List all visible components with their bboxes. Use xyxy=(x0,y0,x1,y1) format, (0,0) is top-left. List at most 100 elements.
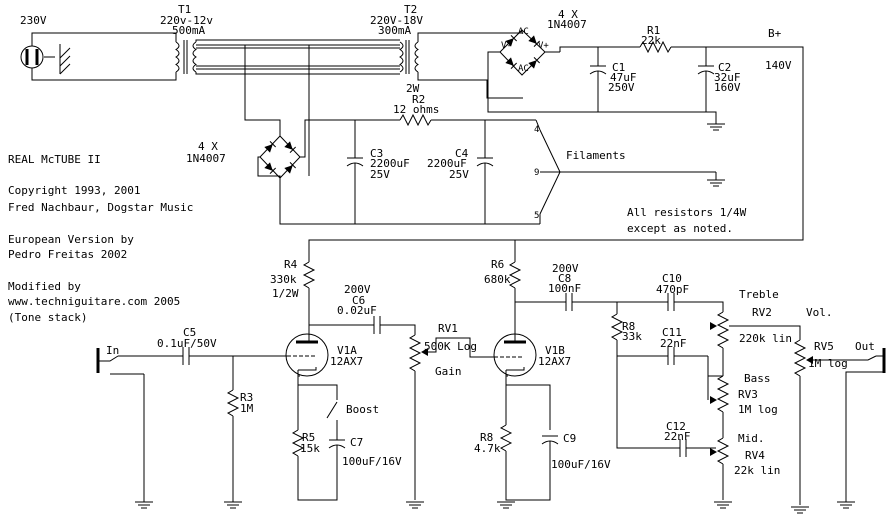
c12-value: 22nF xyxy=(664,430,691,443)
rv5-name: RV5 xyxy=(814,340,834,353)
c6-name: C6 xyxy=(352,294,365,307)
title-mod3: (Tone stack) xyxy=(8,311,87,324)
c11-value: 22nF xyxy=(660,337,687,350)
diode-mark-ac-top: AC xyxy=(518,27,529,37)
filament-pin-5: 5 xyxy=(534,211,539,221)
r2-value: 12 ohms xyxy=(393,103,439,116)
c5-value: 0.1uF/50V xyxy=(157,337,217,350)
r5-name: R5 xyxy=(302,431,315,444)
rv5-value: 1M log xyxy=(808,357,848,370)
diode-mark-ac-bottom: AC xyxy=(518,64,529,74)
c1-value: 47uF xyxy=(610,71,637,84)
c8-name: C8 xyxy=(558,272,571,285)
r5-value: 15k xyxy=(300,442,320,455)
r3-name: R3 xyxy=(240,391,253,404)
labels: 230V T1 220v-12v 500mA T2 220V-18V 300mA… xyxy=(8,3,875,477)
bridge-hv-count: 4 X xyxy=(558,8,578,21)
c4-voltage: 25V xyxy=(449,168,469,181)
gain-stage xyxy=(309,316,494,509)
title-mod2: www.techniguitare.com 2005 xyxy=(8,295,180,308)
input-stage xyxy=(96,347,282,509)
mains-plug xyxy=(20,44,71,75)
v1b-tube xyxy=(493,333,537,385)
title-name: REAL McTUBE II xyxy=(8,153,101,166)
c1-name: C1 xyxy=(612,61,625,74)
v1b-cathode xyxy=(496,384,559,509)
t1-name: T1 xyxy=(178,3,191,16)
c2-name: C2 xyxy=(718,61,731,74)
rv1-function: Gain xyxy=(435,365,462,378)
c1-voltage: 250V xyxy=(608,81,635,94)
filaments-label: Filaments xyxy=(566,149,626,162)
treble-label: Treble xyxy=(739,288,779,301)
t2-current: 300mA xyxy=(378,24,411,37)
vol-label: Vol. xyxy=(806,306,833,319)
diode-mark-vminus: V- xyxy=(501,41,512,51)
r6-value: 680k xyxy=(484,273,511,286)
r4-name: R4 xyxy=(284,258,298,271)
title-copyright: Copyright 1993, 2001 xyxy=(8,184,140,197)
rv2-value: 220k lin xyxy=(739,332,792,345)
t1-rating: 220v-12v xyxy=(160,14,213,27)
t1-current: 500mA xyxy=(172,24,205,37)
r6-name: R6 xyxy=(491,258,504,271)
c11-name: C11 xyxy=(662,326,682,339)
mains-label: 230V xyxy=(20,14,47,27)
c9-name: C9 xyxy=(563,432,576,445)
boost-label: Boost xyxy=(346,403,379,416)
c8-value: 100nF xyxy=(548,282,581,295)
c4-value: 2200uF xyxy=(427,157,467,170)
v1a-type: 12AX7 xyxy=(330,355,363,368)
r1-value: 22k xyxy=(641,34,661,47)
diode-mark-vplus: V+ xyxy=(538,41,549,51)
bass-label: Bass xyxy=(744,372,771,385)
c3-name: C3 xyxy=(370,147,383,160)
v1a-cathode xyxy=(291,384,346,501)
r2-rating: 2W xyxy=(406,82,420,95)
title-mod1: Modified by xyxy=(8,280,81,293)
t1-primary-wiring xyxy=(31,32,400,81)
r8a-name: R8 xyxy=(622,320,635,333)
c6-voltage: 200V xyxy=(344,283,371,296)
c4-name: C4 xyxy=(455,147,469,160)
rv4-name: RV4 xyxy=(745,449,765,462)
r8a-value: 33k xyxy=(622,330,642,343)
input-label: In xyxy=(106,344,119,357)
c9-value: 100uF/16V xyxy=(551,458,611,471)
c7-value: 100uF/16V xyxy=(342,455,402,468)
bplus-rail xyxy=(302,239,522,336)
c2-value: 32uF xyxy=(714,71,741,84)
v1b-type: 12AX7 xyxy=(538,355,571,368)
c6-value: 0.02uF xyxy=(337,304,377,317)
bridge-lv-count: 4 X xyxy=(198,140,218,153)
c8-voltage: 200V xyxy=(552,262,579,275)
bridge-lv-part: 1N4007 xyxy=(186,152,226,165)
t2-name: T2 xyxy=(404,3,417,16)
r2-name: R2 xyxy=(412,93,425,106)
filament-supply xyxy=(244,45,726,225)
rv2-name: RV2 xyxy=(752,306,772,319)
rv1-value: 500K Log xyxy=(424,340,477,353)
c10-value: 470pF xyxy=(656,283,689,296)
note-resistors: All resistors 1/4W xyxy=(627,206,747,219)
c12-name: C12 xyxy=(666,420,686,433)
rv3-value: 1M log xyxy=(738,403,778,416)
t2-transformer xyxy=(399,32,523,99)
output-label: Out xyxy=(855,340,875,353)
bridge-hv-part: 1N4007 xyxy=(547,18,587,31)
bplus-voltage: 140V xyxy=(765,59,792,72)
rv4-value: 22k lin xyxy=(734,464,780,477)
bplus-label: B+ xyxy=(768,27,782,40)
mid-label: Mid. xyxy=(738,432,765,445)
r4-rating: 1/2W xyxy=(272,287,299,300)
title-author: Fred Nachbaur, Dogstar Music xyxy=(8,201,193,214)
r3-value: 1M xyxy=(240,402,254,415)
r8b-value: 4.7k xyxy=(474,442,501,455)
v1a-tube xyxy=(282,333,329,385)
filament-pin-4: 4 xyxy=(534,125,539,135)
hv-filter xyxy=(487,40,804,241)
tone-stack xyxy=(515,293,886,514)
c2-voltage: 160V xyxy=(714,81,741,94)
